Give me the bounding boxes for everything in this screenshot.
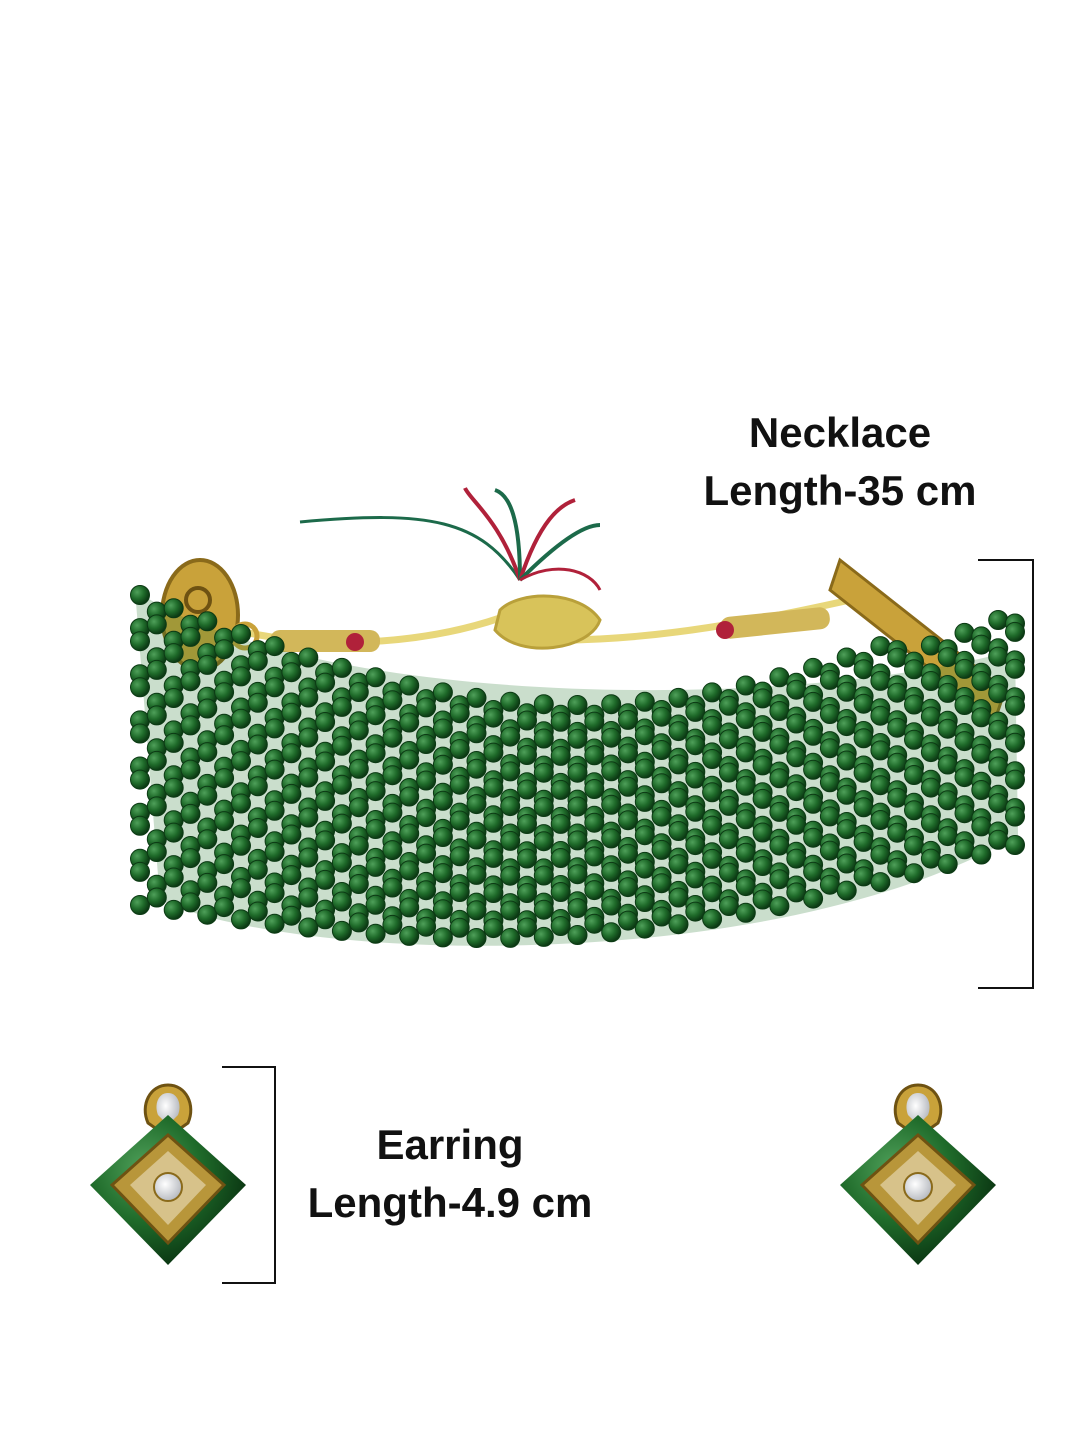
right-earring [840,1083,996,1265]
earring-length-bracket [222,1066,276,1284]
earring-length: Length-4.9 cm [307,1179,593,1226]
left-earring [90,1083,246,1265]
necklace-length-bracket [978,559,1034,989]
tassel [299,487,602,591]
necklace-title: Necklace [748,409,932,456]
necklace-length: Length-35 cm [703,467,977,514]
necklace-measurement-label: Necklace Length-35 cm [660,404,1020,520]
earring-measurement-label: Earring Length-4.9 cm [270,1116,630,1232]
cord [234,594,851,652]
choker-beads [130,585,1025,948]
earring-title: Earring [376,1121,524,1168]
